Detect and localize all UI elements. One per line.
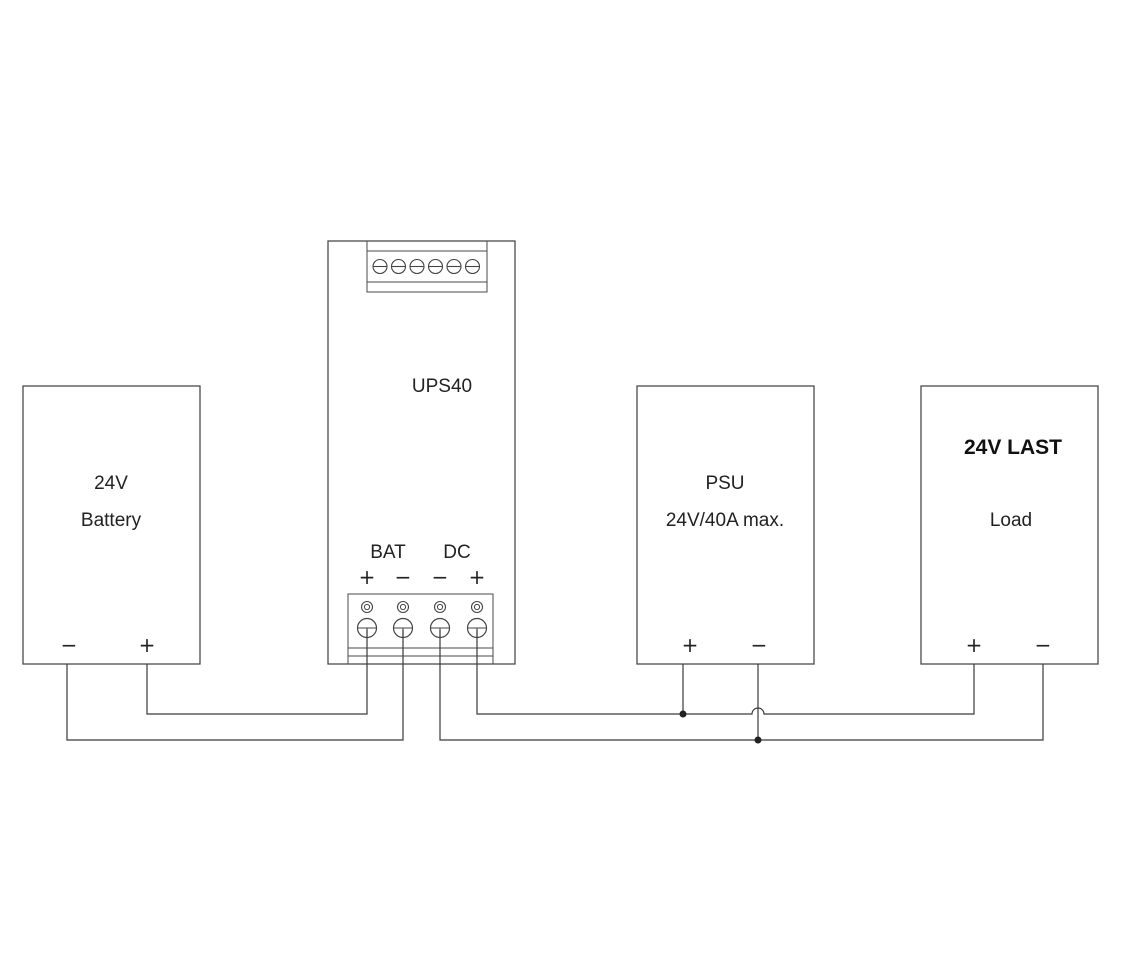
psu-minus-terminal-label: − [751,633,768,657]
wire-dc-minus [439,630,1044,741]
ups-dc-label: DC [443,542,470,563]
battery-minus-terminal-label: − [61,633,78,657]
signal-screw-icon [409,258,425,275]
signal-screw-icon [446,258,462,275]
junction-dot-minus [754,736,762,744]
psu-rating-label: 24V/40A max. [666,510,784,531]
ups-bat-minus-label: − [395,565,412,589]
load-box [920,385,1099,665]
psu-name-label: PSU [705,473,744,494]
load-name-label: Load [990,510,1032,531]
load-block: 24V LAST Load + − [920,385,1099,665]
battery-name-label: Battery [81,510,142,531]
signal-screw-icon [372,258,388,275]
wiring [66,630,1044,744]
power-screw-icon [429,600,451,639]
junction-dot-plus [679,710,687,718]
battery-plus-terminal-label: + [139,633,156,657]
ups-power-terminal-block [347,593,494,665]
ups-signal-connector [366,240,488,293]
load-minus-terminal-label: − [1035,633,1052,657]
ups-block: UPS40 BAT DC + − − + [327,240,516,665]
ups-bat-label: BAT [370,542,406,563]
signal-screw-icon [427,258,444,275]
signal-screw-icon [390,258,407,275]
ups-bat-plus-label: + [359,565,376,589]
wire-battery-plus [146,630,368,715]
psu-box [636,385,815,665]
wire-battery-minus [66,630,404,741]
load-title: 24V LAST [964,436,1062,459]
ups-title: UPS40 [412,376,472,397]
battery-voltage-label: 24V [94,473,128,494]
battery-block: 24V Battery − + [22,385,201,665]
psu-plus-terminal-label: + [682,633,699,657]
ups-dc-minus-label: − [432,565,449,589]
battery-box [22,385,201,665]
ups-dc-plus-label: + [469,565,486,589]
load-plus-terminal-label: + [966,633,983,657]
psu-block: PSU 24V/40A max. + − [636,385,815,665]
power-screw-icon [392,600,414,639]
power-screw-icon [356,600,378,639]
ups-box [327,240,516,665]
signal-screw-icon [464,258,481,275]
